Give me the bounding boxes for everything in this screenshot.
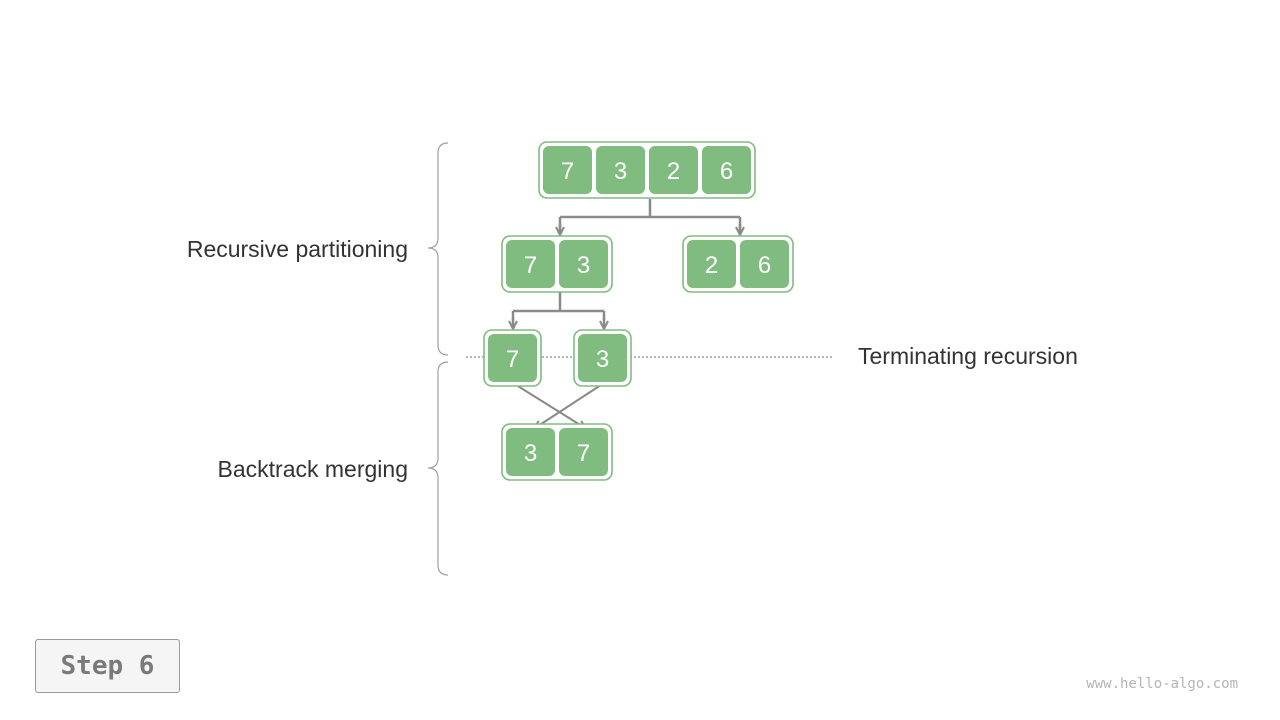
step-button[interactable]: Step 6: [35, 639, 180, 693]
array-cell: [702, 146, 751, 194]
array-cell-value: 3: [614, 158, 627, 185]
array-root: 7 3 2 6: [538, 141, 756, 199]
array-cell-value: 7: [524, 252, 537, 279]
array-cell-value: 7: [506, 346, 519, 373]
array-leaf-7: 7: [483, 329, 542, 387]
array-cell: [506, 240, 555, 288]
array-cell-value: 6: [758, 252, 771, 279]
array-cell: [506, 428, 555, 476]
array-cell-value: 3: [596, 346, 609, 373]
array-cell: [578, 334, 627, 382]
array-leaf-3: 3: [573, 329, 632, 387]
array-cell-value: 2: [667, 158, 680, 185]
merge-brace: [427, 361, 449, 576]
array-frame: [538, 141, 756, 199]
terminating-recursion-label: Terminating recursion: [858, 343, 1078, 369]
array-cell-value: 2: [705, 252, 718, 279]
array-cell: [559, 428, 608, 476]
merge-arrow-from-7: [512, 382, 585, 428]
array-cell: [649, 146, 698, 194]
array-cell-value: 7: [561, 158, 574, 185]
merge-arrow-from-3: [535, 382, 605, 428]
partition-brace: [427, 142, 449, 356]
backtrack-merging-label: Backtrack merging: [218, 456, 408, 482]
recursive-partitioning-label: Recursive partitioning: [187, 236, 408, 262]
array-cell-value: 7: [577, 440, 590, 467]
array-cell: [596, 146, 645, 194]
array-cell-value: 6: [720, 158, 733, 185]
split-connector-root: [558, 199, 742, 232]
split-connector-left: [511, 292, 606, 320]
array-cell-value: 3: [577, 252, 590, 279]
array-cell: [687, 240, 736, 288]
array-cell: [740, 240, 789, 288]
array-cell: [488, 334, 537, 382]
array-cell: [543, 146, 592, 194]
array-cell-value: 3: [524, 440, 537, 467]
array-cell: [559, 240, 608, 288]
watermark: www.hello-algo.com: [1086, 676, 1238, 692]
